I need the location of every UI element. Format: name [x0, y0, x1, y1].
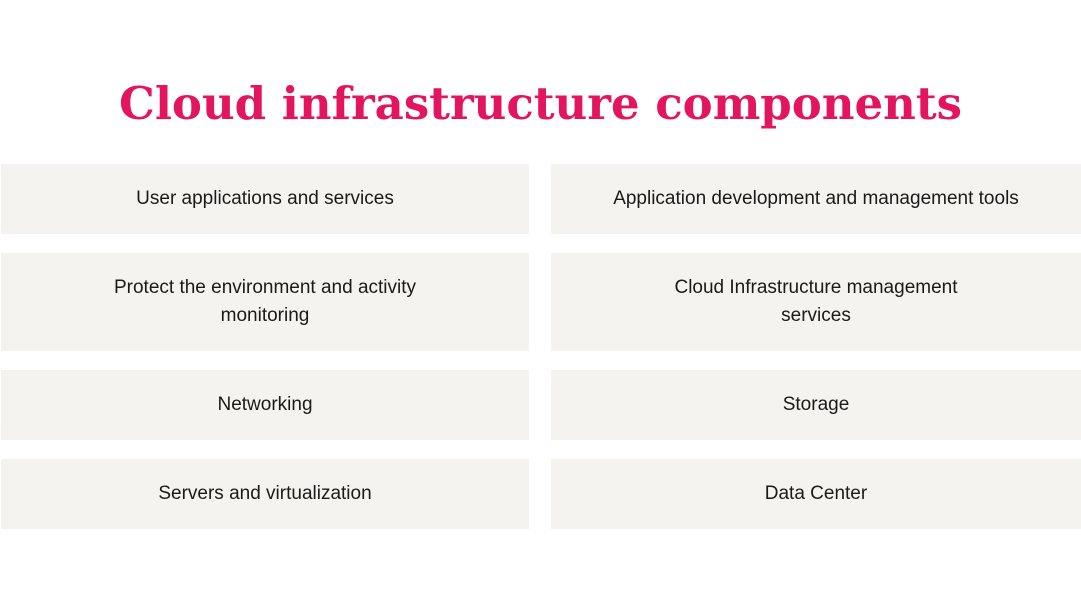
component-box-user-applications: User applications and services	[1, 164, 529, 234]
component-box-infrastructure-management: Cloud Infrastructure management services	[551, 253, 1081, 351]
component-label: Cloud Infrastructure management services	[674, 277, 958, 326]
component-label: Storage	[782, 394, 850, 415]
component-box-networking: Networking	[1, 370, 529, 440]
component-label: Protect the environment and activity mon…	[113, 277, 417, 326]
component-label: Networking	[217, 394, 313, 415]
component-box-protect-environment: Protect the environment and activity mon…	[1, 253, 529, 351]
component-label: Servers and virtualization	[158, 483, 372, 504]
component-box-app-development-tools: Application development and management t…	[551, 164, 1081, 234]
component-label: Application development and management t…	[613, 188, 1019, 209]
component-label: Data Center	[764, 483, 868, 504]
component-box-servers-virtualization: Servers and virtualization	[1, 459, 529, 529]
component-box-storage: Storage	[551, 370, 1081, 440]
page-title: Cloud infrastructure components	[119, 77, 962, 130]
component-box-data-center: Data Center	[551, 459, 1081, 529]
component-label: User applications and services	[136, 188, 394, 209]
